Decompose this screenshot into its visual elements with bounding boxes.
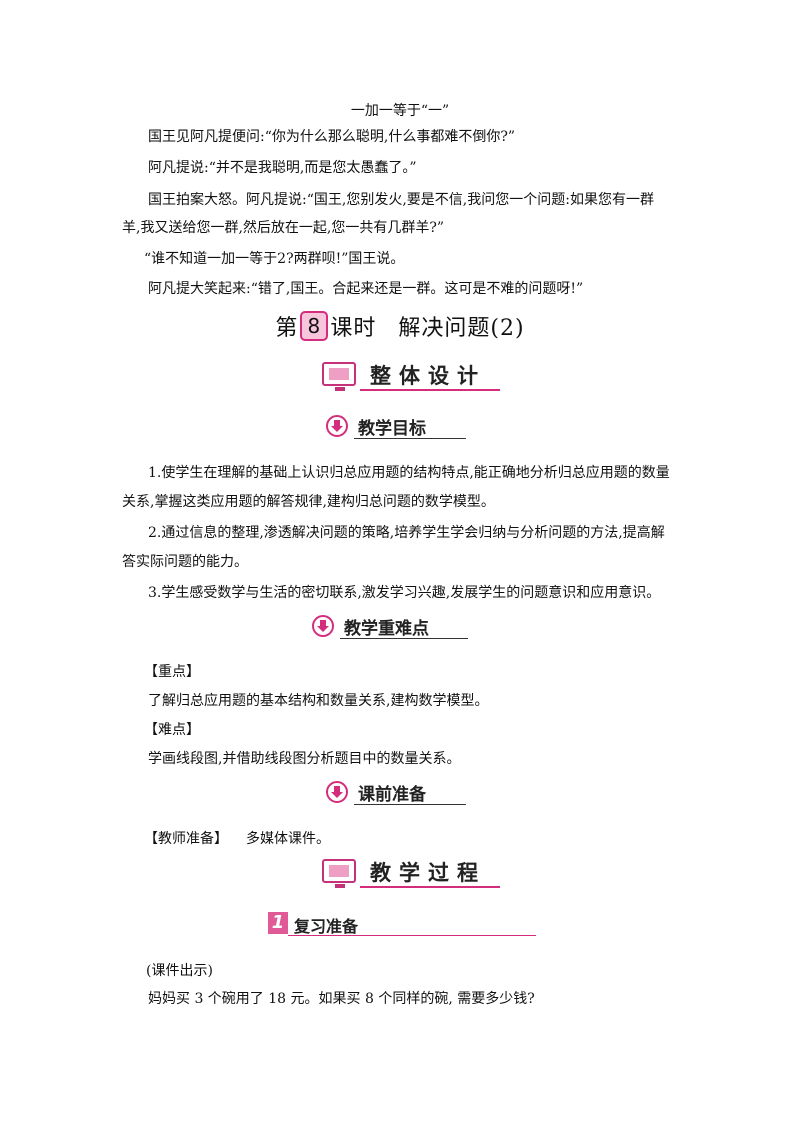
- prep-line: 【教师准备】 多媒体课件。: [144, 828, 330, 850]
- lesson-prefix: 第: [275, 316, 299, 341]
- download-arrow-icon: [326, 781, 348, 803]
- difficulty-label: 【难点】: [144, 722, 200, 738]
- section-underline: [340, 638, 468, 639]
- section-underline: [354, 804, 466, 805]
- section-title: 教学目标: [358, 419, 426, 439]
- story-title: 一加一等于“一”: [350, 103, 450, 119]
- story-paragraph: 阿凡提大笑起来:“错了,国王。合起来还是一群。这可是不难的问题呀!”: [148, 281, 584, 297]
- section-title: 教学过程: [370, 861, 486, 885]
- goal-line: 关系,掌握这类应用题的解答规律,建构归总问题的数学模型。: [122, 494, 495, 510]
- courseware-note: (课件出示): [146, 963, 213, 979]
- prep-text: 多媒体课件。: [246, 831, 330, 847]
- focus-text: 了解归总应用题的基本结构和数量关系,建构数学模型。: [148, 693, 489, 709]
- section-underline: [360, 389, 500, 391]
- step-header: 1 复习准备: [268, 912, 538, 938]
- story-paragraph: 国王拍案大怒。阿凡提说:“国王,您别发火,要是不信,我问您一个问题:如果您有一群: [148, 192, 654, 208]
- download-arrow-icon: [312, 615, 334, 637]
- story-paragraph: 国王见阿凡提便问:“你为什么那么聪明,什么事都难不倒你?”: [148, 129, 515, 145]
- step-number-badge: 1: [268, 912, 288, 934]
- section-overall-design: 整体设计: [322, 360, 502, 391]
- story-paragraph: 阿凡提说:“并不是我聪明,而是您太愚蠢了。”: [148, 160, 417, 176]
- step-title: 复习准备: [294, 917, 359, 936]
- monitor-icon: [322, 362, 356, 391]
- step-underline: [288, 935, 536, 936]
- lesson-number-badge: 8: [300, 311, 329, 341]
- goal-line: 1.使学生在理解的基础上认识归总应用题的结构特点,能正确地分析归总应用题的数量: [148, 465, 670, 481]
- review-question: 妈妈买 3 个碗用了 18 元。如果买 8 个同样的碗, 需要多少钱?: [148, 991, 535, 1007]
- prep-label: 【教师准备】: [144, 831, 228, 847]
- lesson-name: 解决问题(2): [398, 316, 525, 341]
- goal-line: 2.通过信息的整理,渗透解决问题的策略,培养学生学会归纳与分析问题的方法,提高解: [148, 525, 665, 541]
- goal-line: 3.学生感受数学与生活的密切联系,激发学习兴趣,发展学生的问题意识和应用意识。: [148, 585, 661, 601]
- section-process: 教学过程: [322, 857, 502, 888]
- section-title: 课前准备: [358, 785, 426, 805]
- section-teaching-goals: 教学目标: [326, 414, 476, 440]
- difficulty-text: 学画线段图,并借助线段图分析题目中的数量关系。: [148, 751, 461, 767]
- story-paragraph: “谁不知道一加一等于2?两群呗!”国王说。: [144, 251, 405, 267]
- goal-line: 答实际问题的能力。: [122, 554, 248, 570]
- focus-label: 【重点】: [144, 664, 200, 680]
- section-title: 教学重难点: [344, 619, 429, 639]
- story-paragraph: 羊,我又送给您一群,然后放在一起,您一共有几群羊?”: [122, 220, 445, 236]
- section-preparation: 课前准备: [326, 780, 476, 806]
- section-underline: [360, 886, 500, 888]
- section-underline: [354, 438, 466, 439]
- monitor-icon: [322, 859, 356, 888]
- section-key-points: 教学重难点: [312, 614, 472, 640]
- lesson-suffix: 课时: [330, 316, 377, 341]
- download-arrow-icon: [326, 415, 348, 437]
- section-title: 整体设计: [370, 364, 486, 388]
